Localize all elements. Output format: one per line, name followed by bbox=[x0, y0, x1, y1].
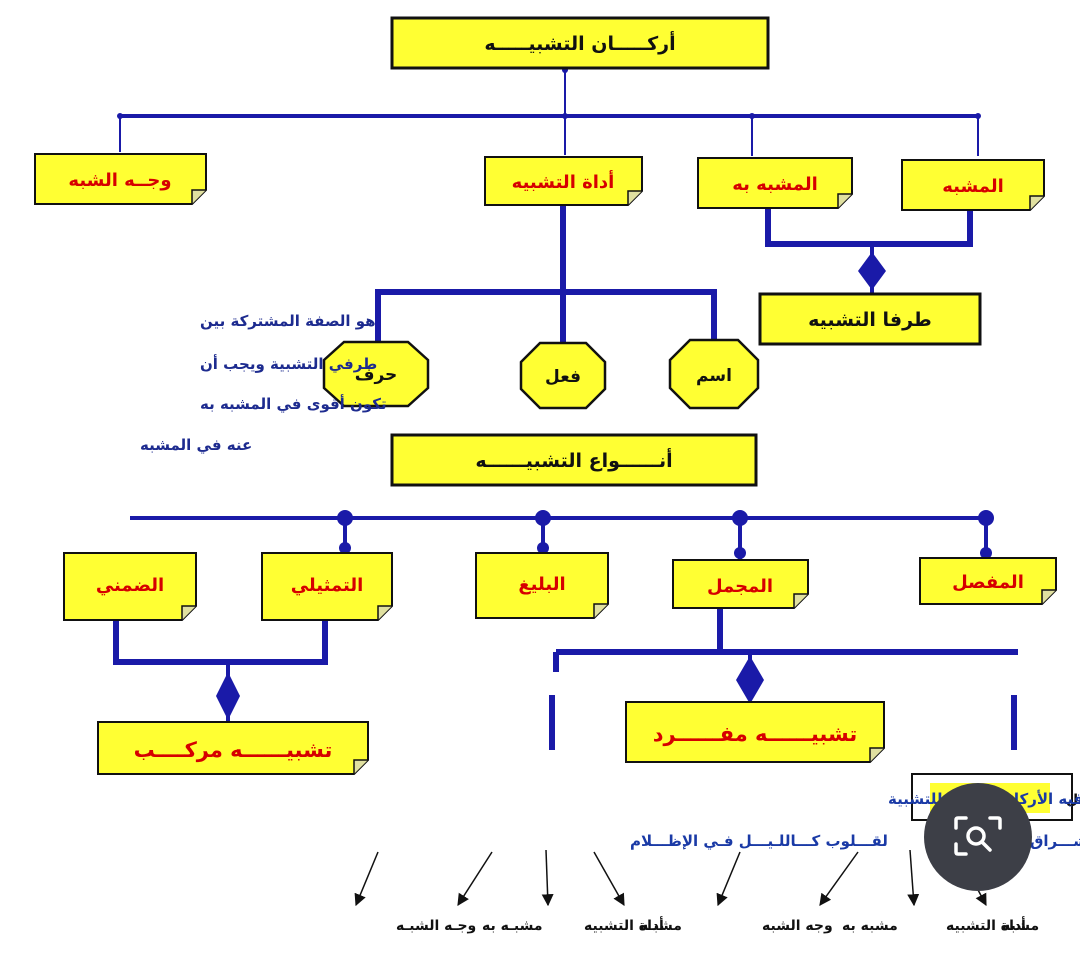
pillars-title-box: أركـــــان التشبيـــــه bbox=[390, 16, 770, 70]
label-tamthili: التمثيلي bbox=[291, 575, 364, 596]
mufrad-box: تشبيــــــه مفــــــرد bbox=[625, 701, 885, 763]
box-adah: أداة التشبيه bbox=[484, 156, 643, 206]
ex1-label-mushabbah: مشبه bbox=[1002, 918, 1039, 934]
top-connector-dots bbox=[117, 67, 981, 119]
label-mujmal: المجمل bbox=[707, 576, 773, 597]
tarafa-label: طرفا التشبيه bbox=[808, 309, 932, 331]
label-wajh: وجــه الشبه bbox=[68, 170, 171, 191]
pillars-title: أركـــــان التشبيـــــه bbox=[484, 31, 675, 55]
image-search-lens-button[interactable] bbox=[924, 783, 1032, 891]
label-baligh: البليغ bbox=[518, 574, 565, 595]
ex1-label-adah: أداة التشبيه bbox=[946, 916, 1026, 934]
types-title-box: أنــــــواع التشبيــــــه bbox=[390, 433, 758, 487]
box-mushabbah-bih: المشبه به bbox=[697, 157, 853, 209]
wajh-note-line-3: تكون أقوى في المشبه به bbox=[200, 394, 387, 413]
tool-kind-harf: حرف bbox=[322, 340, 430, 408]
tool-kind-ism: اسم bbox=[668, 338, 760, 410]
box-mujmal: المجمل bbox=[672, 559, 809, 609]
ex2-label-wajh: وجـه الشبـه bbox=[396, 918, 476, 934]
label-mushabbah-bih: المشبه به bbox=[732, 174, 818, 195]
ex2-label-mushabbah: مشبـه bbox=[640, 918, 682, 934]
types-title: أنــــــواع التشبيــــــه bbox=[475, 448, 672, 472]
murakkab-label: تشبيــــــه مركــــب bbox=[134, 738, 333, 762]
tool-kind-ism-label: اسم bbox=[696, 366, 732, 386]
mufrad-label: تشبيــــــه مفــــــرد bbox=[653, 722, 858, 746]
label-mufassal: المفصل bbox=[952, 572, 1024, 593]
wajh-note-line-2: طرفي التشبية ويجب أن bbox=[200, 354, 377, 373]
example1-labels: مشبه أداة التشبيه مشبه به وجه الشبه bbox=[762, 916, 1039, 934]
tarafa-diamond-icon bbox=[858, 252, 886, 290]
example1-line: كم وجه وجهــه كالبـــدر في الإشـــراق bbox=[1030, 832, 1080, 850]
ex1-label-wajh: وجه الشبه bbox=[762, 918, 833, 934]
example2-line: لقـــلوب كـــاللـيـــل فـي الإظـــلام bbox=[630, 832, 888, 850]
box-tamthili: التمثيلي bbox=[261, 552, 393, 621]
label-dimni: الضمني bbox=[96, 575, 164, 596]
label-mushabbah: المشبه bbox=[942, 176, 1004, 197]
ex2-label-adah: أداة التشبيه bbox=[584, 916, 664, 934]
label-adah: أداة التشبيه bbox=[512, 170, 615, 193]
tool-kind-fil: فعل bbox=[519, 341, 607, 410]
wajh-note-line-4: عنه في المشبه bbox=[140, 436, 252, 454]
box-baligh: البليغ bbox=[475, 552, 609, 619]
murakkab-diamond-icon bbox=[216, 672, 240, 720]
box-dimni: الضمني bbox=[63, 552, 197, 621]
ex2-label-mushabbah-bih: مشبـه به bbox=[482, 918, 543, 934]
types-connector-dots bbox=[337, 510, 994, 559]
tarafa-box: طرفا التشبيه bbox=[758, 292, 982, 346]
tool-kind-harf-label: حرف bbox=[355, 365, 398, 385]
wajh-note-line-1: هو الصفة المشتركة بين bbox=[200, 312, 376, 330]
wajh-note: هو الصفة المشتركة بين طرفي التشبية ويجب … bbox=[140, 312, 387, 454]
box-mufassal: المفصل bbox=[919, 557, 1057, 605]
box-mushabbah: المشبه bbox=[901, 159, 1045, 211]
example2-labels: مشبـه أداة التشبيه مشبـه به وجـه الشبـه bbox=[396, 916, 682, 934]
example2-arrows bbox=[354, 849, 625, 907]
definition-number: ١ - التشبيه المفصل bbox=[1066, 792, 1080, 808]
top-connectors bbox=[119, 68, 979, 345]
ex1-label-mushabbah-bih: مشبه به bbox=[842, 918, 898, 934]
mufrad-diamond-icon bbox=[736, 656, 764, 704]
tool-kind-fil-label: فعل bbox=[545, 367, 581, 387]
murakkab-box: تشبيــــــه مركــــب bbox=[97, 721, 369, 775]
image-search-lens-icon bbox=[954, 816, 1002, 856]
box-wajh: وجــه الشبه bbox=[34, 153, 207, 205]
